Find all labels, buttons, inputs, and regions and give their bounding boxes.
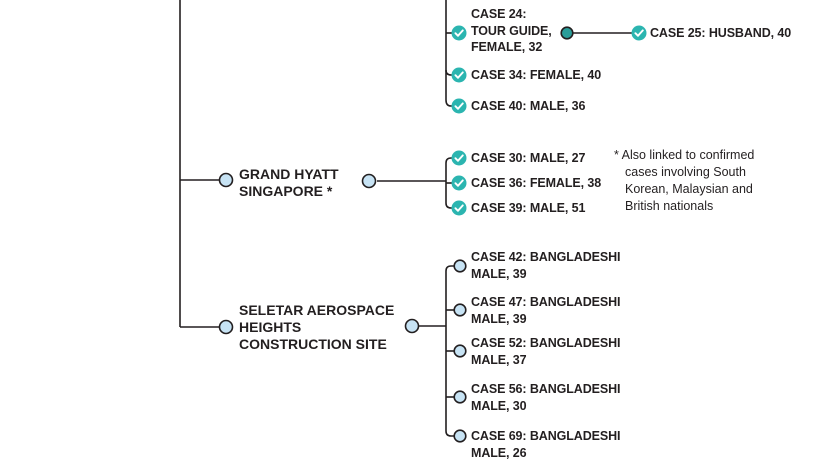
footnote-line: British nationals (625, 199, 714, 213)
footnote-line: * Also linked to confirmed (614, 148, 755, 162)
cluster-label-line: HEIGHTS (239, 319, 302, 335)
case-node-seletar-4-open-circle-icon (453, 429, 467, 443)
case-label-56: CASE 56: BANGLADESHI MALE, 30 (471, 381, 621, 414)
top-branch-case34 (445, 69, 458, 76)
case-label-line: FEMALE, 32 (471, 40, 543, 54)
case-label-line: CASE 25: HUSBAND, 40 (650, 26, 792, 40)
case-label-69: CASE 69: BANGLADESHI MALE, 26 (471, 428, 621, 461)
seletar-node-icon (218, 319, 234, 335)
grand-hyatt-outlet-node-icon (361, 173, 377, 189)
footnote-line: Korean, Malaysian and (625, 182, 753, 196)
case-node-seletar-0-open-circle-icon (453, 259, 467, 273)
case-label-line: CASE 34: FEMALE, 40 (471, 68, 602, 82)
case-node-grand-hyatt-0-check-circle-icon (451, 150, 467, 166)
top-branch-case40 (445, 99, 458, 107)
footnote-line: cases involving South (625, 165, 746, 179)
cluster-label-line: CONSTRUCTION SITE (239, 336, 387, 352)
case-label-42: CASE 42: BANGLADESHI MALE, 39 (471, 249, 621, 282)
case-label-39: CASE 39: MALE, 51 (471, 200, 585, 217)
case-label-line: CASE 69: BANGLADESHI (471, 429, 621, 443)
case-label-52: CASE 52: BANGLADESHI MALE, 37 (471, 335, 621, 368)
case-node-linked-check-circle-icon (631, 25, 647, 41)
case-node-seletar-1-open-circle-icon (453, 303, 467, 317)
case-node-top-1-check-circle-icon (451, 67, 467, 83)
case-label-line: CASE 56: BANGLADESHI (471, 382, 621, 396)
case-label-line: CASE 52: BANGLADESHI (471, 336, 621, 350)
case-label-line: CASE 40: MALE, 36 (471, 99, 586, 113)
case-node-top-0-check-circle-icon (451, 25, 467, 41)
case-node-top-2-check-circle-icon (451, 98, 467, 114)
case-label-line: CASE 39: MALE, 51 (471, 201, 586, 215)
case-node-seletar-3-open-circle-icon (453, 390, 467, 404)
cluster-label-grand-hyatt: GRAND HYATT SINGAPORE * (239, 166, 339, 200)
case-label-line: MALE, 39 (471, 311, 527, 326)
case-label-line: CASE 36: FEMALE, 38 (471, 176, 602, 190)
case-node-seletar-2-open-circle-icon (453, 344, 467, 358)
case-label-line: CASE 30: MALE, 27 (471, 151, 586, 165)
case-label-34: CASE 34: FEMALE, 40 (471, 67, 601, 84)
case-label-line: MALE, 37 (471, 352, 527, 367)
case-label-line: MALE, 30 (471, 398, 527, 413)
cluster-label-seletar: SELETAR AEROSPACE HEIGHTS CONSTRUCTION S… (239, 302, 394, 353)
seletar-outlet-node-icon (404, 318, 420, 334)
cluster-label-line: SELETAR AEROSPACE (239, 302, 395, 318)
footnote: * Also linked to confirmed cases involvi… (614, 147, 814, 215)
case24-link-node-icon (560, 26, 574, 40)
case-label-line: MALE, 39 (471, 266, 527, 281)
case-label-line: CASE 47: BANGLADESHI (471, 295, 621, 309)
case-label-25: CASE 25: HUSBAND, 40 (650, 25, 791, 42)
cluster-label-line: SINGAPORE * (239, 183, 333, 199)
case-label-30: CASE 30: MALE, 27 (471, 150, 585, 167)
case-label-line: MALE, 26 (471, 445, 527, 460)
case-label-line: TOUR GUIDE, (471, 23, 552, 38)
case-label-line: CASE 24: (471, 7, 527, 21)
case-label-40: CASE 40: MALE, 36 (471, 98, 585, 115)
grand-hyatt-node-icon (218, 172, 234, 188)
case-label-24: CASE 24: TOUR GUIDE, FEMALE, 32 (471, 6, 552, 56)
case-label-line: CASE 42: BANGLADESHI (471, 250, 621, 264)
cluster-label-line: GRAND HYATT (239, 166, 339, 182)
case-node-grand-hyatt-1-check-circle-icon (451, 175, 467, 191)
case-node-grand-hyatt-2-check-circle-icon (451, 200, 467, 216)
case-label-47: CASE 47: BANGLADESHI MALE, 39 (471, 294, 621, 327)
case-label-36: CASE 36: FEMALE, 38 (471, 175, 601, 192)
